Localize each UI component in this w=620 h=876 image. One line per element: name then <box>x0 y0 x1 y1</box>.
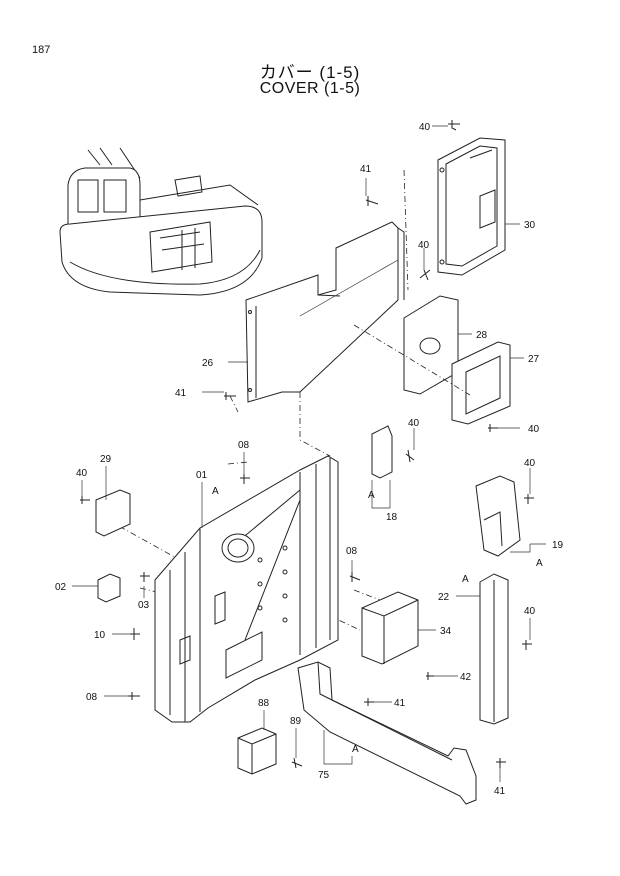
label-19: 19 <box>552 540 564 551</box>
label-08: 08 <box>86 692 98 703</box>
page-number: 187 <box>32 44 51 56</box>
label-42: 42 <box>460 672 472 683</box>
label-40: 40 <box>418 240 430 251</box>
bracket-18 <box>371 425 393 479</box>
panel-26 <box>245 221 405 403</box>
label-40: 40 <box>524 458 536 469</box>
label-A: A <box>368 490 375 501</box>
label-22: 22 <box>438 592 450 603</box>
label-88: 88 <box>258 698 270 709</box>
plate-29 <box>95 489 131 537</box>
label-41: 41 <box>494 786 506 797</box>
label-26: 26 <box>202 358 214 369</box>
title-japanese: カバー (1-5) <box>259 63 361 82</box>
label-40: 40 <box>408 418 420 429</box>
label-08: 08 <box>346 546 358 557</box>
label-A: A <box>462 574 469 585</box>
box-88 <box>237 727 277 775</box>
main-frame-01 <box>154 455 339 723</box>
excavator-overview-sketch <box>59 147 263 296</box>
label-03: 03 <box>138 600 150 611</box>
bracket-27 <box>451 341 511 425</box>
label-41: 41 <box>360 164 372 175</box>
cover-19 <box>475 475 521 557</box>
label-89: 89 <box>290 716 302 727</box>
label-75: 75 <box>318 770 330 781</box>
beam-75 <box>297 661 477 805</box>
label-40: 40 <box>528 424 540 435</box>
bracket-02 <box>97 573 121 603</box>
label-41: 41 <box>394 698 406 709</box>
label-08: 08 <box>238 440 250 451</box>
box-34 <box>361 591 419 665</box>
leader-lines <box>72 125 546 782</box>
cover-22 <box>479 573 509 725</box>
label-27: 27 <box>528 354 540 365</box>
label-40: 40 <box>524 606 536 617</box>
plate-28 <box>403 295 459 395</box>
bolt-icons <box>80 120 534 769</box>
label-A: A <box>352 744 359 755</box>
label-10: 10 <box>94 630 106 641</box>
label-A: A <box>212 486 219 497</box>
part-labels: 40 41 30 40 28 26 27 41 40 40 08 40 29 0… <box>55 122 564 797</box>
title-english: COVER (1-5) <box>259 80 361 97</box>
label-02: 02 <box>55 582 67 593</box>
label-28: 28 <box>476 330 488 341</box>
label-40: 40 <box>76 468 88 479</box>
label-29: 29 <box>100 454 112 465</box>
label-A: A <box>536 558 543 569</box>
label-34: 34 <box>440 626 452 637</box>
side-cover-30 <box>437 137 506 276</box>
label-41: 41 <box>175 388 187 399</box>
label-18: 18 <box>386 512 398 523</box>
label-40: 40 <box>419 122 431 133</box>
label-01: 01 <box>196 470 208 481</box>
label-30: 30 <box>524 220 536 231</box>
assembly-lines <box>107 169 471 631</box>
